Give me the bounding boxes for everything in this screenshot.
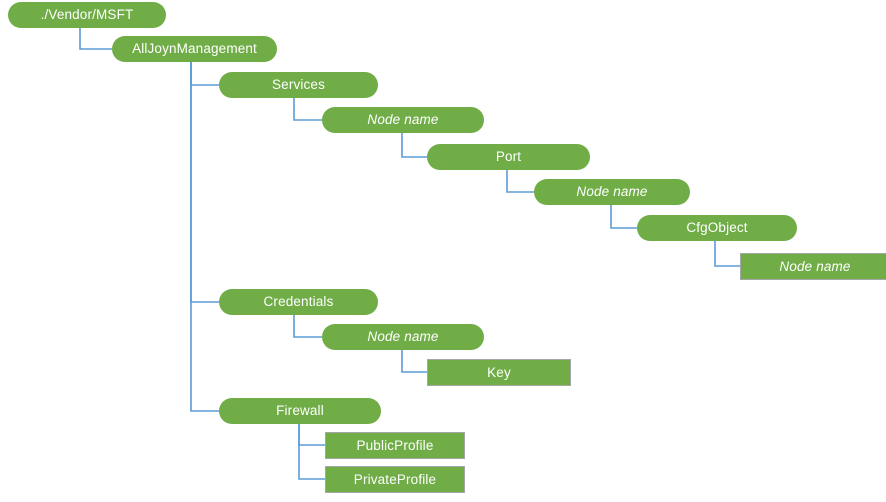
connector-vendor-msft-to-alljoynmanagement <box>79 28 112 50</box>
tree-node-publicprofile[interactable]: PublicProfile <box>325 432 465 459</box>
tree-node-label: Node name <box>367 329 439 345</box>
tree-node-cfgobject-node-name[interactable]: Node name <box>740 253 886 280</box>
connector-firewall-to-publicprofile <box>298 424 325 446</box>
tree-node-label: PrivateProfile <box>353 471 437 487</box>
tree-node-label: CfgObject <box>686 220 748 236</box>
connector-credentials-to-credentials-node-name <box>293 315 322 338</box>
connector-credentials-node-name-to-key <box>401 350 427 373</box>
tree-node-cfgobject[interactable]: CfgObject <box>637 215 797 241</box>
tree-node-alljoynmanagement[interactable]: AllJoynManagement <box>112 36 277 62</box>
connector-firewall-to-privateprofile <box>298 424 325 480</box>
tree-node-label: Firewall <box>276 403 324 419</box>
tree-node-label: AllJoynManagement <box>132 41 257 57</box>
tree-node-credentials[interactable]: Credentials <box>219 289 378 315</box>
tree-node-port-node-name[interactable]: Node name <box>534 179 690 205</box>
tree-node-vendor-msft[interactable]: ./Vendor/MSFT <box>8 2 166 28</box>
tree-node-label: ./Vendor/MSFT <box>40 7 134 23</box>
tree-node-label: Node name <box>779 258 851 274</box>
tree-node-label: Key <box>487 364 511 380</box>
tree-node-services[interactable]: Services <box>219 72 378 98</box>
tree-node-label: PublicProfile <box>356 437 434 453</box>
tree-node-label: Services <box>272 77 325 93</box>
connector-port-to-port-node-name <box>506 170 534 193</box>
connector-services-node-name-to-port <box>401 133 427 158</box>
connector-port-node-name-to-cfgobject <box>610 205 637 229</box>
tree-node-credentials-node-name[interactable]: Node name <box>322 324 484 350</box>
connector-services-to-services-node-name <box>293 98 322 121</box>
tree-node-services-node-name[interactable]: Node name <box>322 107 484 133</box>
tree-node-firewall[interactable]: Firewall <box>219 398 381 424</box>
tree-node-label: Node name <box>367 112 439 128</box>
connector-alljoynmanagement-to-credentials <box>190 62 219 303</box>
tree-node-label: Credentials <box>263 294 334 310</box>
connector-cfgobject-to-cfgobject-node-name <box>714 241 740 267</box>
tree-node-port[interactable]: Port <box>427 144 590 170</box>
tree-node-label: Port <box>495 149 522 165</box>
connector-alljoynmanagement-to-firewall <box>190 62 219 412</box>
tree-node-key[interactable]: Key <box>427 359 571 386</box>
tree-node-privateprofile[interactable]: PrivateProfile <box>325 466 465 493</box>
connector-alljoynmanagement-to-services <box>190 62 219 86</box>
tree-node-label: Node name <box>576 184 648 200</box>
